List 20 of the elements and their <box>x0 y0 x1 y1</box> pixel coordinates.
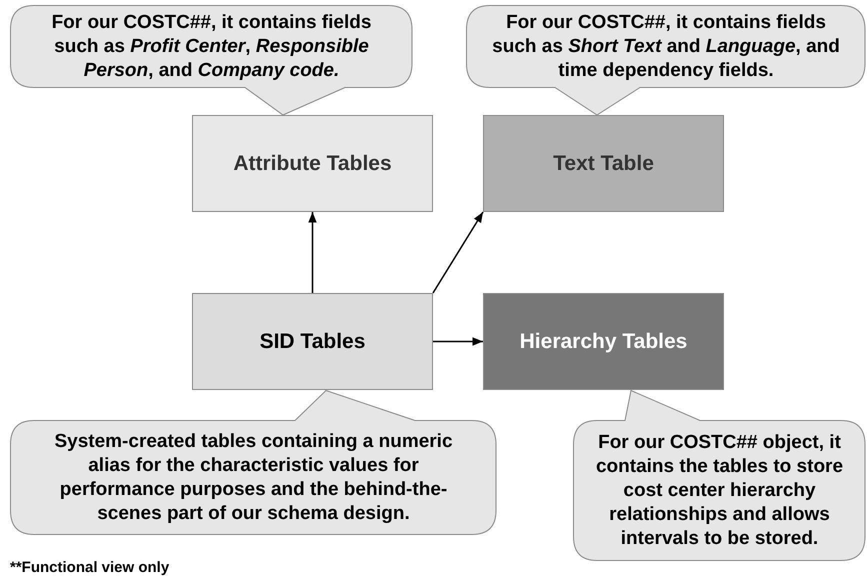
arrow <box>432 212 484 294</box>
arrow <box>308 212 317 293</box>
box-title: Attribute Tables <box>233 150 392 177</box>
callout-text: System-created tables containing a numeric alias for the characteristic values for performance purposes and the behind-the-scenes part of our schema design. <box>53 430 454 526</box>
arrow <box>433 337 483 346</box>
table-box <box>483 293 724 390</box>
box-title: Hierarchy Tables <box>520 328 688 355</box>
speech-callout <box>573 390 866 561</box>
callout-text: For our COSTC## object, it contains the tables to store cost center hierarchy relationships and allows intervals to be stored. <box>594 430 844 550</box>
speech-callout <box>10 390 497 535</box>
box-title: SID Tables <box>260 328 366 355</box>
speech-callout <box>10 5 413 115</box>
table-box <box>192 115 433 212</box>
speech-callout <box>466 5 866 115</box>
callout-text: For our COSTC##, it contains fields such as Profit Center, Responsible Person, and Company code. <box>50 10 372 82</box>
table-box <box>192 293 433 390</box>
footnote: **Functional view only <box>10 558 170 578</box>
table-box <box>483 115 724 212</box>
box-title: Text Table <box>553 150 654 177</box>
callout-text: For our COSTC##, it contains fields such as Short Text and Language, and time dependency fields. <box>491 10 841 82</box>
